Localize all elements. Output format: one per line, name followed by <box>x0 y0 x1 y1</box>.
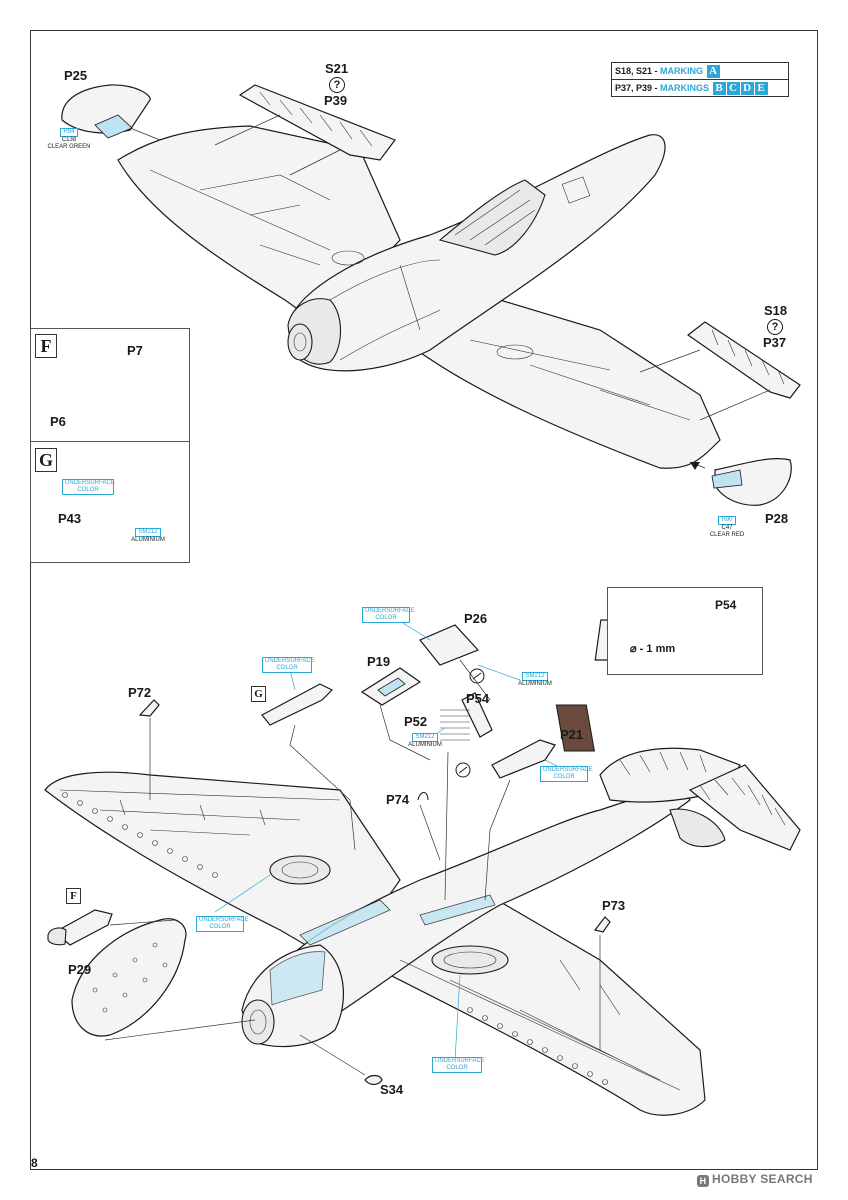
paint-code-h94: H94 <box>60 128 78 137</box>
marking-row-a-word: MARKING <box>660 66 704 76</box>
paint-callout-p25: H94 C138 CLEAR GREEN <box>44 128 94 151</box>
paint-callout-p28: H90 C47 CLEAR RED <box>702 516 752 539</box>
watermark-logo-icon: H <box>697 1175 709 1187</box>
part-label-p73: P73 <box>602 898 626 913</box>
top-aircraft-drawing <box>61 84 801 506</box>
inset-dimension: ⌀ - 1 mm <box>630 643 676 655</box>
part-label-s18: S18 <box>764 303 788 318</box>
panel-g-paint: SM212 ALUMINIUM <box>128 528 168 544</box>
part-label-p28: P28 <box>765 511 789 526</box>
undersurface-note-p26: UNDERSURFACE COLOR <box>362 607 415 623</box>
part-label-p54: P54 <box>466 691 490 706</box>
paint-note-p52: SM212 ALUMINIUM <box>404 733 446 749</box>
paint-code-sm212: SM212 <box>412 733 438 742</box>
inset-p54 <box>607 587 763 675</box>
part-label-p52: P52 <box>404 714 428 729</box>
paint-name-clear-green: CLEAR GREEN <box>47 144 91 150</box>
paint-code-sm212: SM212 <box>135 528 161 537</box>
marking-row-a: S18, S21 - MARKING A <box>612 63 788 80</box>
undersurface-note-p21: UNDERSURFACE COLOR <box>540 766 593 782</box>
marking-row-bcde-parts: P37, P39 - <box>615 83 658 93</box>
page-number: 8 <box>31 1156 38 1170</box>
panel-g-tag: G <box>35 448 57 472</box>
marking-letter-b: B <box>712 82 726 96</box>
question-icon: ? <box>767 319 783 335</box>
paint-name-aluminium: ALUMINIUM <box>518 681 552 687</box>
paint-name-aluminium: ALUMINIUM <box>131 537 165 543</box>
marking-letter-a: A <box>706 65 720 79</box>
paint-ref-c138: C138 <box>61 137 77 143</box>
part-label-p26: P26 <box>464 611 488 626</box>
undersurface-color-label: UNDERSURFACE COLOR <box>262 657 315 673</box>
undersurface-color-label: UNDERSURFACE COLOR <box>540 766 593 782</box>
part-label-p74: P74 <box>386 792 410 807</box>
part-label-p6: P6 <box>50 414 66 429</box>
marking-letter-c: C <box>726 82 740 96</box>
part-label-p7: P7 <box>127 343 143 358</box>
paint-name-clear-red: CLEAR RED <box>709 532 745 538</box>
inset-label-p54: P54 <box>715 598 737 612</box>
panel-f-tag: F <box>35 334 57 358</box>
part-label-p21: P21 <box>560 727 584 742</box>
marking-letter-d: D <box>740 82 754 96</box>
undersurface-color-label: UNDERSURFACE COLOR <box>432 1057 485 1073</box>
marking-letter-e: E <box>754 82 768 96</box>
paint-code-h90: H90 <box>718 516 736 525</box>
undersurface-note-wing: UNDERSURFACE COLOR <box>196 916 249 932</box>
question-icon: ? <box>329 77 345 93</box>
paint-note-p54: SM212 ALUMINIUM <box>512 672 558 688</box>
marking-legend: S18, S21 - MARKING A P37, P39 - MARKINGS… <box>611 62 789 97</box>
panel-f-ref-tag: F <box>66 888 81 904</box>
part-label-s34: S34 <box>380 1082 404 1097</box>
part-label-p39: P39 <box>324 93 348 108</box>
watermark-text: HOBBY SEARCH <box>712 1172 813 1186</box>
undersurface-color-label: UNDERSURFACE COLOR <box>362 607 415 623</box>
part-label-p37: P37 <box>763 335 787 350</box>
paint-code-sm212: SM212 <box>522 672 548 681</box>
part-label-p19: P19 <box>367 654 391 669</box>
undersurface-color-label: UNDERSURFACE COLOR <box>196 916 249 932</box>
panel-g-ref-tag: G <box>251 686 266 702</box>
marking-row-a-parts: S18, S21 - <box>615 66 658 76</box>
undersurface-note-g: UNDERSURFACE COLOR <box>262 657 315 673</box>
bottom-aircraft-drawing <box>44 747 801 1116</box>
part-label-p72: P72 <box>128 685 152 700</box>
marking-row-bcde-word: MARKINGS <box>660 83 710 93</box>
panel-g-color-note: UNDERSURFACE COLOR <box>60 479 116 495</box>
part-label-p25: P25 <box>64 68 88 83</box>
part-label-p43: P43 <box>58 511 82 526</box>
part-label-s21: S21 <box>325 61 349 76</box>
part-label-p29: P29 <box>68 962 92 977</box>
page-frame <box>30 30 818 1170</box>
undersurface-note-radiator: UNDERSURFACE COLOR <box>432 1057 485 1073</box>
undersurface-color-label: UNDERSURFACE COLOR <box>62 479 115 495</box>
paint-ref-c47: C47 <box>721 525 733 531</box>
paint-name-aluminium: ALUMINIUM <box>408 742 442 748</box>
